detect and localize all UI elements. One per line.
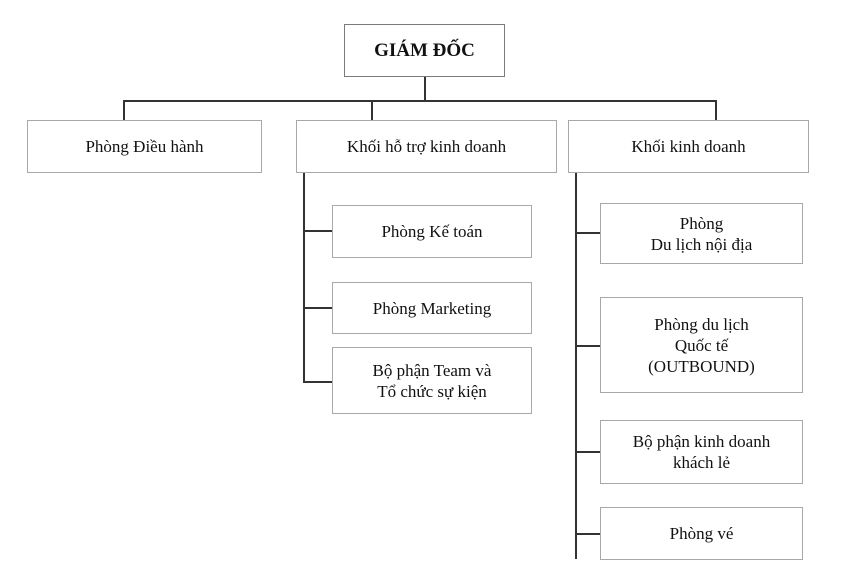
node-label: Khối kinh doanh	[631, 137, 746, 156]
node-label: GIÁM ĐỐC	[374, 40, 475, 61]
node-phong-marketing: Phòng Marketing	[332, 282, 532, 334]
connector-to-kinh-doanh	[715, 100, 717, 121]
node-du-lich-quoc-te: Phòng du lịch Quốc tế (OUTBOUND)	[600, 297, 803, 393]
node-kinh-doanh-khach-le: Bộ phận kinh doanh khách lẻ	[600, 420, 803, 484]
node-phong-dieu-hanh: Phòng Điều hành	[27, 120, 262, 173]
node-khoi-ho-tro-kinh-doanh: Khối hỗ trợ kinh doanh	[296, 120, 557, 173]
node-bo-phan-team: Bộ phận Team và Tổ chức sự kiện	[332, 347, 532, 414]
node-label: Phòng Marketing	[372, 298, 492, 318]
node-label: Bộ phận kinh doanh khách lẻ	[632, 432, 771, 472]
connector-support-team	[303, 381, 333, 383]
node-phong-ke-toan: Phòng Kế toán	[332, 205, 532, 258]
node-label: Khối hỗ trợ kinh doanh	[346, 137, 507, 156]
connector-support-marketing	[303, 307, 333, 309]
node-label: Phòng vé	[669, 524, 734, 543]
node-label: Phòng Du lịch nội địa	[650, 213, 753, 254]
connector-business-quoc-te	[575, 345, 601, 347]
connector-business-bus	[575, 172, 577, 559]
node-label: Bộ phận Team và Tổ chức sự kiện	[372, 360, 492, 401]
connector-to-ho-tro	[371, 100, 373, 121]
node-du-lich-noi-dia: Phòng Du lịch nội địa	[600, 203, 803, 264]
connector-to-dieu-hanh	[123, 100, 125, 121]
connector-top-bus	[123, 100, 717, 102]
connector-support-bus	[303, 172, 305, 383]
connector-business-noi-dia	[575, 232, 601, 234]
node-label: Phòng du lịch Quốc tế (OUTBOUND)	[648, 314, 755, 376]
node-label: Phòng Điều hành	[85, 137, 204, 156]
connector-support-ke-toan	[303, 230, 333, 232]
node-label: Phòng Kế toán	[381, 222, 483, 241]
connector-root-down	[424, 76, 426, 102]
node-giam-doc: GIÁM ĐỐC	[344, 24, 505, 77]
connector-business-khach-le	[575, 451, 601, 453]
node-khoi-kinh-doanh: Khối kinh doanh	[568, 120, 809, 173]
connector-business-phong-ve	[575, 533, 601, 535]
node-phong-ve: Phòng vé	[600, 507, 803, 560]
